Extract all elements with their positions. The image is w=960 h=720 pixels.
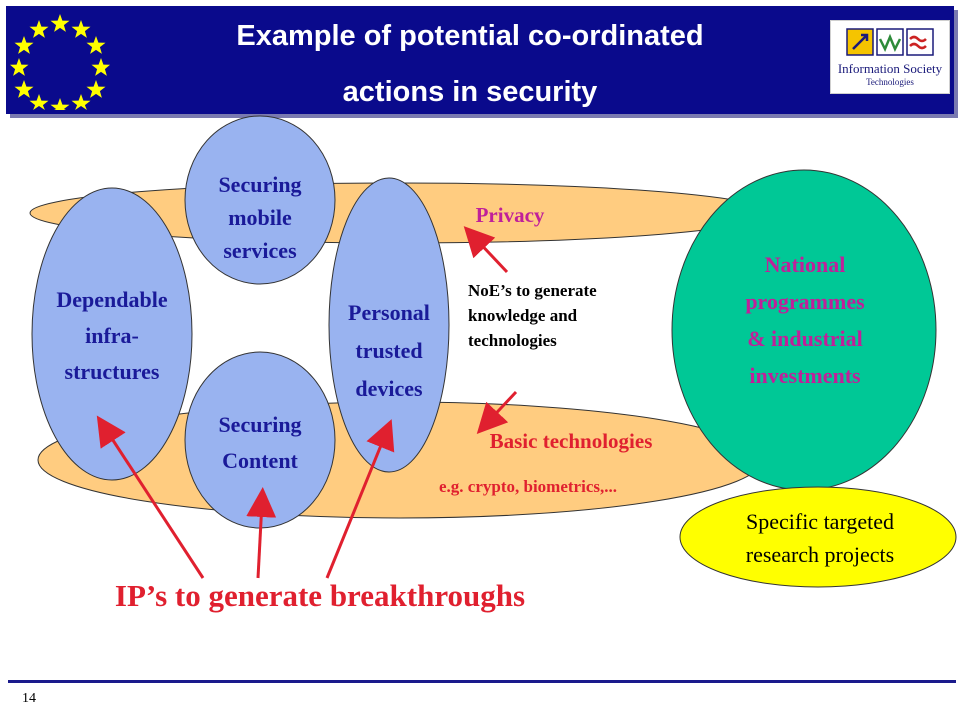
noe-line-1: NoE’s to generate bbox=[468, 281, 597, 300]
dependable-label: Dependable infra- structures bbox=[22, 282, 202, 390]
star-icon bbox=[10, 58, 29, 76]
ist-logo: Information Society Technologies bbox=[830, 20, 950, 94]
logo-subtext: Technologies bbox=[866, 77, 914, 87]
star-icon bbox=[86, 80, 106, 98]
star-icon bbox=[91, 58, 110, 76]
basic-technologies-label: Basic technologies bbox=[489, 429, 653, 453]
content-line-2: Content bbox=[222, 448, 298, 473]
star-icon bbox=[14, 80, 34, 98]
specific-projects-oval bbox=[679, 486, 957, 588]
arrow-to-privacy bbox=[463, 226, 509, 274]
content-line-1: Securing bbox=[218, 412, 302, 437]
star-icon bbox=[71, 94, 91, 110]
arrow-to-dependable bbox=[96, 415, 205, 579]
ip-label: IP’s to generate breakthroughs bbox=[114, 578, 526, 613]
mobile-line-3: services bbox=[223, 238, 297, 263]
dependable-line-2: infra- bbox=[85, 323, 139, 348]
national-line-4: investments bbox=[749, 363, 861, 388]
mobile-line-2: mobile bbox=[228, 205, 292, 230]
specific-line-2: research projects bbox=[745, 542, 895, 567]
national-line-3: & industrial bbox=[747, 326, 863, 351]
personal-line-1: Personal bbox=[348, 300, 430, 325]
arrow-to-personal bbox=[325, 419, 395, 579]
basic-technologies-example: e.g. crypto, biometrics,... bbox=[439, 477, 617, 496]
securing-mobile-oval bbox=[184, 115, 336, 285]
title-banner bbox=[6, 6, 954, 114]
personal-line-3: devices bbox=[355, 376, 423, 401]
title-line-2: actions in security bbox=[342, 76, 598, 108]
arrow-to-content bbox=[246, 487, 277, 579]
star-icon bbox=[29, 94, 49, 110]
logo-text: Information Society bbox=[837, 61, 943, 76]
dependable-infrastructures-oval bbox=[31, 187, 193, 481]
noe-line-2: knowledge and bbox=[468, 306, 578, 325]
privacy-label: Privacy bbox=[475, 203, 545, 227]
slide-title: Example of potential co-ordinated action… bbox=[150, 8, 790, 120]
mobile-line-1: Securing bbox=[218, 172, 302, 197]
star-icon bbox=[29, 20, 49, 38]
mobile-label: Securing mobile services bbox=[185, 168, 335, 267]
ist-logo-icon bbox=[846, 28, 934, 56]
star-icon bbox=[71, 20, 91, 38]
arrow-to-basic-tech bbox=[476, 390, 518, 434]
national-line-2: programmes bbox=[745, 289, 865, 314]
star-icon bbox=[14, 36, 34, 54]
specific-label: Specific targeted research projects bbox=[690, 505, 950, 571]
dependable-line-3: structures bbox=[64, 359, 160, 384]
star-icon bbox=[50, 98, 70, 110]
content-label: Securing Content bbox=[185, 407, 335, 479]
national-line-1: National bbox=[764, 252, 846, 277]
noe-line-3: technologies bbox=[468, 331, 557, 350]
national-label: National programmes & industrial investm… bbox=[680, 246, 930, 394]
title-line-1: Example of potential co-ordinated bbox=[236, 20, 704, 52]
star-icon bbox=[50, 14, 70, 32]
page-number: 14 bbox=[22, 691, 36, 706]
dependable-line-1: Dependable bbox=[56, 287, 168, 312]
personal-line-2: trusted bbox=[355, 338, 423, 363]
eu-flag-icon bbox=[10, 14, 110, 110]
star-icon bbox=[86, 36, 106, 54]
specific-line-1: Specific targeted bbox=[745, 509, 895, 534]
personal-label: Personal trusted devices bbox=[329, 294, 449, 408]
personal-devices-oval bbox=[328, 177, 450, 473]
noe-label: NoE’s to generate knowledge and technolo… bbox=[468, 278, 678, 353]
footer-divider bbox=[8, 680, 956, 683]
